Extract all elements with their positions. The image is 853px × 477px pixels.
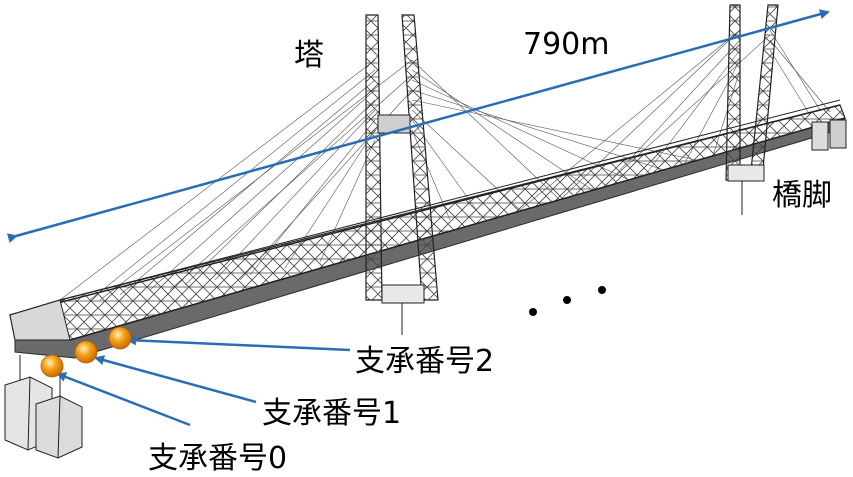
right-tower (725, 4, 779, 215)
pier-label: 橋脚 (772, 178, 832, 213)
bearing-0-label: 支承番号0 (148, 441, 288, 476)
bearing-1-pointer (94, 355, 257, 404)
tower-label: 塔 (294, 38, 324, 73)
bearing-1-marker (74, 340, 98, 364)
ellipsis-dots (529, 286, 606, 316)
bearing-1-label: 支承番号1 (262, 396, 402, 431)
span-length-label: 790m (523, 27, 610, 62)
bearing-2-pointer (126, 335, 351, 352)
main-tower (365, 14, 439, 335)
bearing-0-marker (40, 354, 64, 378)
span-arrow (6, 9, 830, 243)
bearing-2-marker (108, 326, 132, 350)
bearing-0-pointer (56, 372, 191, 427)
bearing-2-label: 支承番号2 (355, 344, 495, 379)
